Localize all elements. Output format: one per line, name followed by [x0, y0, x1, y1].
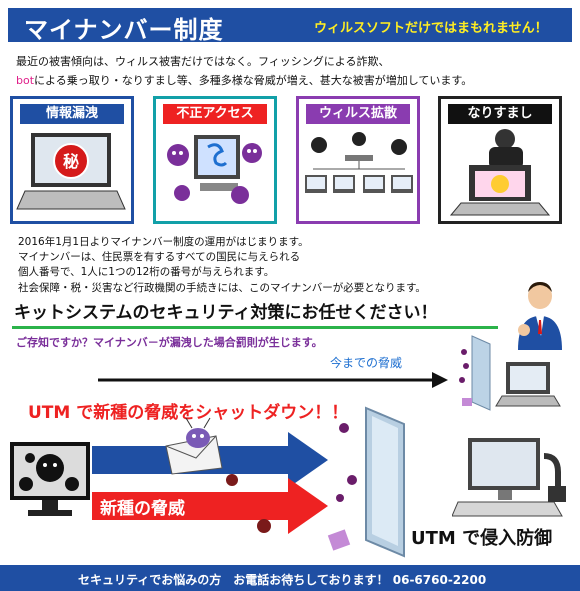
page-title: マイナンバー制度	[24, 16, 224, 44]
past-defense-illustration	[459, 335, 561, 411]
card-virus-spread: ウィルス拡散	[296, 96, 420, 224]
utm-firewall-panel	[327, 406, 405, 558]
card-impersonation: なりすまし	[438, 96, 562, 224]
past-threat-label: 今までの脅威	[330, 356, 403, 370]
virus-attack-icon	[167, 135, 262, 204]
laptop-secret-icon: 秘	[16, 133, 126, 210]
card-unauthorized-access: 不正アクセス	[153, 96, 277, 224]
new-threat-label: 新種の脅威	[100, 499, 185, 519]
secret-badge: 秘	[63, 152, 79, 171]
infected-monitor-icon	[10, 442, 90, 516]
banner-heading: キットシステムのセキュリティ対策にお任せください！	[14, 303, 438, 323]
header-tagline: ウィルスソフトだけではまもれません！	[314, 21, 548, 36]
utm-defense-label: UTM で侵入防御	[411, 528, 553, 549]
intro-line-2: botによる乗っ取り・なりすまし等、多種多様な脅威が増え、甚大な被害が増加してい…	[16, 72, 472, 88]
network-spread-icon	[305, 132, 413, 193]
intro-line-1: 最近の被害傾向は、ウィルス被害だけではなく。フィッシングによる詐欺、	[16, 55, 390, 68]
penalty-notice: ご存知ですか？マイナンバ－が漏洩した場合罰則が生じます。	[16, 336, 323, 349]
body-line-1: 2016年1月1日よりマイナンバー制度の運用がはじまります。	[18, 236, 309, 248]
footer-contact: セキュリティでお悩みの方 お電話お待ちしております！ 06-6760-2200	[78, 573, 487, 587]
security-person-icon	[518, 282, 562, 350]
divider-line	[12, 326, 498, 329]
utm-shutdown-heading: UTM で新種の脅威をシャットダウン！！	[28, 403, 349, 423]
intro-line-2-text: による乗っ取り・なりすまし等、多種多様な脅威が増え、甚大な被害が増加しています。	[34, 74, 473, 87]
new-threat-arrow	[92, 478, 328, 534]
protected-pc-icon	[452, 438, 566, 517]
virus-bug-envelope-icon	[165, 417, 223, 475]
body-line-3: 個人番号で、1人に1つの12桁の番号が与えられます。	[18, 266, 275, 278]
virus-dots	[226, 474, 271, 533]
footer-bar: セキュリティでお悩みの方 お電話お待ちしております！ 06-6760-2200	[0, 565, 580, 591]
body-line-2: マイナンバーは、住民票を有するすべての国民に与えられる	[18, 251, 301, 263]
bot-keyword: bot	[16, 74, 35, 87]
body-line-4: 社会保障・税・災害など行政機関の手続きには、このマイナンバーが必要となります。	[18, 282, 426, 294]
card-info-leak: 情報漏洩 秘	[10, 96, 134, 224]
past-threat-arrow	[98, 372, 448, 388]
card-label-virus-spread: ウィルス拡散	[306, 104, 410, 124]
impersonation-icon	[449, 129, 551, 216]
card-label-impersonation: なりすまし	[448, 104, 552, 124]
card-label-unauthorized-access: 不正アクセス	[163, 104, 267, 124]
card-label-info-leak: 情報漏洩	[20, 104, 124, 124]
header-bar: マイナンバー制度 ウィルスソフトだけではまもれません！	[8, 8, 572, 44]
